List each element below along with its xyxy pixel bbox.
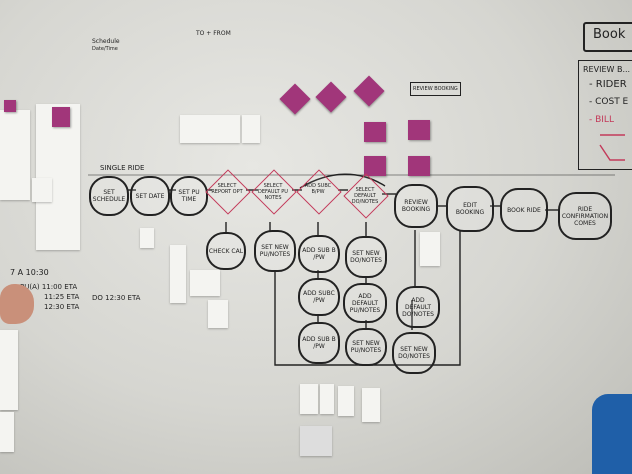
wireframe-paper <box>420 232 440 266</box>
wireframe-paper <box>0 110 30 200</box>
add-subc-node: ADD SUBC /PW <box>298 278 340 316</box>
left-note-pu: PU(A) 11:00 ETA <box>20 283 78 291</box>
set-new-pu-node-2: SET NEW PU/NOTES <box>345 328 387 366</box>
book-box: Book <box>583 22 632 52</box>
set-new-pu-node: SET NEW PU/NOTES <box>254 230 296 272</box>
wireframe-paper <box>0 412 14 452</box>
schedule-subheader: Date/Time <box>92 46 118 52</box>
edit-booking-node: EDIT BOOKING <box>446 186 494 232</box>
rider-line: - RIDER <box>589 79 627 90</box>
set-schedule-node: SET SCHEDULE <box>89 176 129 216</box>
wireframe-paper <box>338 386 354 416</box>
wireframe-paper <box>32 178 52 202</box>
cost-line: - COST E <box>589 97 629 107</box>
add-sub-b-node-2: ADD SUB B /PW <box>298 322 340 364</box>
sticky-note <box>364 122 386 142</box>
sticky-note <box>408 156 430 176</box>
wireframe-paper <box>362 388 380 422</box>
ride-confirmation-node: RIDE CONFIRMATION COMES <box>558 192 612 240</box>
wireframe-paper <box>170 245 186 303</box>
set-date-node: SET DATE <box>130 176 170 216</box>
sticky-note <box>52 107 70 127</box>
wireframe-paper <box>242 115 260 143</box>
book-ride-node: BOOK RIDE <box>500 188 548 232</box>
wireframe-paper <box>180 115 240 143</box>
set-pu-time-node: SET PU TIME <box>170 176 208 216</box>
left-note-time: 7 A 10:30 <box>10 268 49 277</box>
review-panel: REVIEW B... - RIDER - COST E - BILL <box>578 60 632 170</box>
wireframe-paper <box>190 270 220 296</box>
left-note-3: 12:30 ETA <box>44 303 80 311</box>
select-default-do-label: SELECT DEFAULT DO/NOTES <box>351 187 379 205</box>
review-booking-node: REVIEW BOOKING <box>394 184 438 228</box>
add-default-pu-node: ADD DEFAULT PU/NOTES <box>343 283 387 323</box>
wireframe-paper <box>320 384 334 414</box>
add-default-do-node: ADD DEFAULT DO/NOTES <box>396 286 440 328</box>
review-title: REVIEW B... <box>583 65 631 74</box>
set-new-do-node-2: SET NEW DO/NOTES <box>392 332 436 374</box>
wireframe-paper <box>300 426 332 456</box>
wireframe-paper <box>208 300 228 328</box>
wireframe-paper <box>140 228 154 248</box>
schedule-header: Schedule <box>92 38 120 45</box>
set-new-do-node: SET NEW DO/NOTES <box>345 236 387 278</box>
review-booking-note: REVIEW BOOKING <box>410 82 461 96</box>
sticky-note <box>408 120 430 140</box>
add-subc-label: ADD SUBC B/PW <box>304 183 332 195</box>
wireframe-paper <box>300 384 318 414</box>
sticky-note <box>4 100 16 112</box>
single-ride-label: SINGLE RIDE <box>100 164 145 172</box>
hand <box>0 284 34 324</box>
add-sub-b-node-1: ADD SUB B /PW <box>298 235 340 273</box>
wireframe-paper <box>36 104 80 250</box>
blue-chair <box>592 394 632 474</box>
bill-line: - BILL <box>589 115 614 125</box>
left-note-do: DO 12:30 ETA <box>92 294 141 302</box>
book-title: Book <box>593 27 626 42</box>
sticky-note <box>364 156 386 176</box>
select-report-label: SELECT REPORT OPT <box>211 183 243 195</box>
wireframe-paper <box>0 330 18 410</box>
select-default-pu-label: SELECT DEFAULT PU NOTES <box>258 183 288 201</box>
left-note-2: 11:25 ETA <box>44 293 80 301</box>
check-cal-node: CHECK CAL <box>206 232 246 270</box>
to-from-header: TO + FROM <box>196 30 231 37</box>
